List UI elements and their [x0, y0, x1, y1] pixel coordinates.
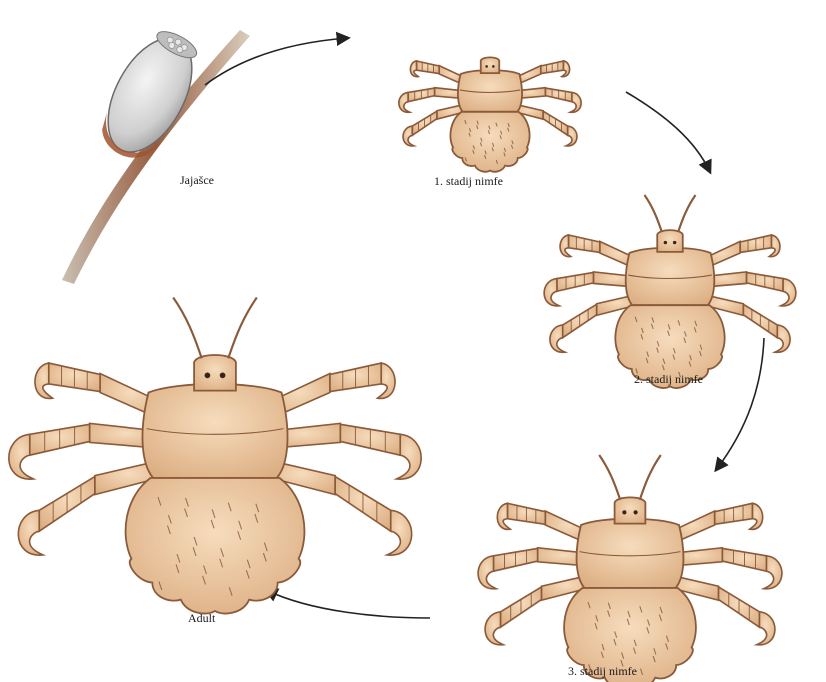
nymph-stage-3-label: 3. stadij nimfe — [568, 664, 637, 679]
head — [657, 230, 683, 252]
egg-label: Jajašce — [180, 173, 214, 188]
leg — [267, 363, 395, 420]
arrow-nymph3-to-adult — [266, 590, 430, 618]
nymph-stage-1-label: 1. stadij nimfe — [434, 174, 503, 189]
head — [481, 57, 499, 73]
nymph-stage-2-illustration — [544, 195, 796, 388]
adult-louse-illustration — [9, 298, 421, 614]
abdomen — [126, 478, 305, 614]
abdomen — [450, 112, 529, 172]
nymph-stage-2-label: 2. stadij nimfe — [634, 372, 703, 387]
nymph-stage-3-illustration — [478, 455, 782, 682]
head — [194, 355, 236, 391]
adult-label: Adult — [188, 611, 215, 626]
arrow-nymph2-to-nymph3 — [716, 338, 764, 470]
head — [615, 497, 646, 523]
leg — [35, 363, 163, 420]
arrow-nymph1-to-nymph2 — [626, 92, 710, 172]
nymph-stage-1-illustration — [399, 57, 581, 171]
